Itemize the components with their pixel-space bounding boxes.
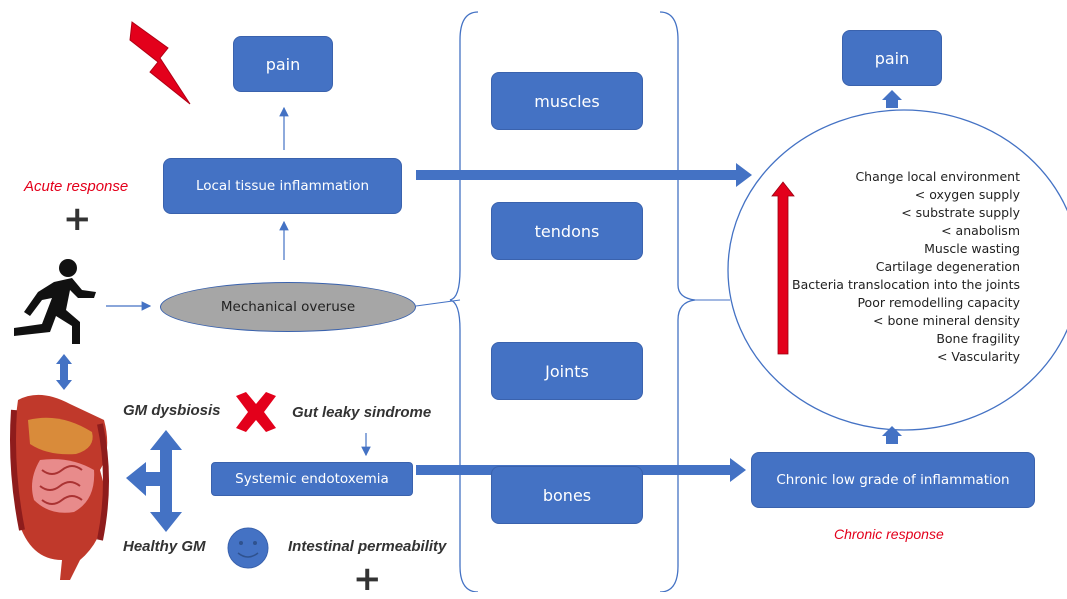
gut-plus-icon: + <box>353 559 382 599</box>
runner-icon <box>14 259 96 344</box>
tissue-box-joints: Joints <box>491 342 643 400</box>
gm-dysbiosis-label: GM dysbiosis <box>123 402 221 419</box>
healthy-gm-label: Healthy GM <box>123 538 206 555</box>
chronic-response-label: Chronic response <box>834 526 944 542</box>
acute-response-label: Acute response <box>24 178 129 195</box>
gm-balance-arrow-icon <box>126 430 182 532</box>
chronic-inflammation-label: Chronic low grade of inflammation <box>776 472 1010 488</box>
tissue-box-bones: bones <box>491 466 643 524</box>
tissue-label-bones: bones <box>542 485 592 505</box>
tissue-box-muscles: muscles <box>491 72 643 130</box>
effect-item: < bone mineral density <box>873 313 1020 328</box>
gut-organs-icon <box>10 394 109 580</box>
tissue-label-joints: Joints <box>545 361 589 381</box>
endotoxemia-label: Systemic endotoxemia <box>235 471 389 487</box>
effect-item: Bacteria translocation into the joints <box>792 277 1020 292</box>
intestinal-permeability-label: Intestinal permeability <box>288 538 447 555</box>
endotoxemia-box: Systemic endotoxemia <box>211 462 413 496</box>
increase-arrow-icon <box>771 181 795 355</box>
chronic-pain-label: pain <box>874 48 910 68</box>
tissue-brace-right <box>659 11 696 592</box>
acute-plus-icon: + <box>63 199 92 239</box>
effect-item: < substrate supply <box>901 205 1020 220</box>
smiley-icon <box>227 527 269 569</box>
local-inflammation-label: Local tissue inflammation <box>195 178 370 194</box>
arrow-chronic-to-circle <box>882 426 902 444</box>
chronic-effects-list: Change local environment < oxygen supply… <box>780 168 1020 366</box>
effect-item: < oxygen supply <box>914 187 1020 202</box>
effect-item: < anabolism <box>941 223 1020 238</box>
acute-pain-box: pain <box>233 36 333 92</box>
effect-item: Poor remodelling capacity <box>857 295 1020 310</box>
gut-leaky-label: Gut leaky sindrome <box>292 404 432 421</box>
local-inflammation-box: Local tissue inflammation <box>163 158 402 214</box>
lightning-icon <box>129 21 191 105</box>
effect-item: Change local environment <box>855 169 1020 184</box>
runner-gut-arrow-icon <box>56 354 72 390</box>
acute-pain-label: pain <box>265 54 301 74</box>
chronic-effects-circle <box>727 109 1067 431</box>
tissue-box-tendons: tendons <box>491 202 643 260</box>
effect-item: < Vascularity <box>936 349 1020 364</box>
chronic-inflammation-box: Chronic low grade of inflammation <box>751 452 1035 508</box>
tissue-label-muscles: muscles <box>534 91 600 111</box>
tissue-brace <box>449 11 479 592</box>
effect-item: Bone fragility <box>936 331 1020 346</box>
effect-item: Cartilage degeneration <box>875 259 1020 274</box>
red-x-icon <box>236 392 276 432</box>
chronic-pain-box: pain <box>842 30 942 86</box>
arrow-circle-to-pain <box>882 90 902 108</box>
arrow-inflammation-to-chronic <box>416 163 752 187</box>
tissue-label-tendons: tendons <box>534 221 600 241</box>
mechanical-overuse-ellipse: Mechanical overuse <box>160 282 416 332</box>
mechanical-overuse-label: Mechanical overuse <box>220 299 356 315</box>
effect-item: Muscle wasting <box>924 241 1020 256</box>
